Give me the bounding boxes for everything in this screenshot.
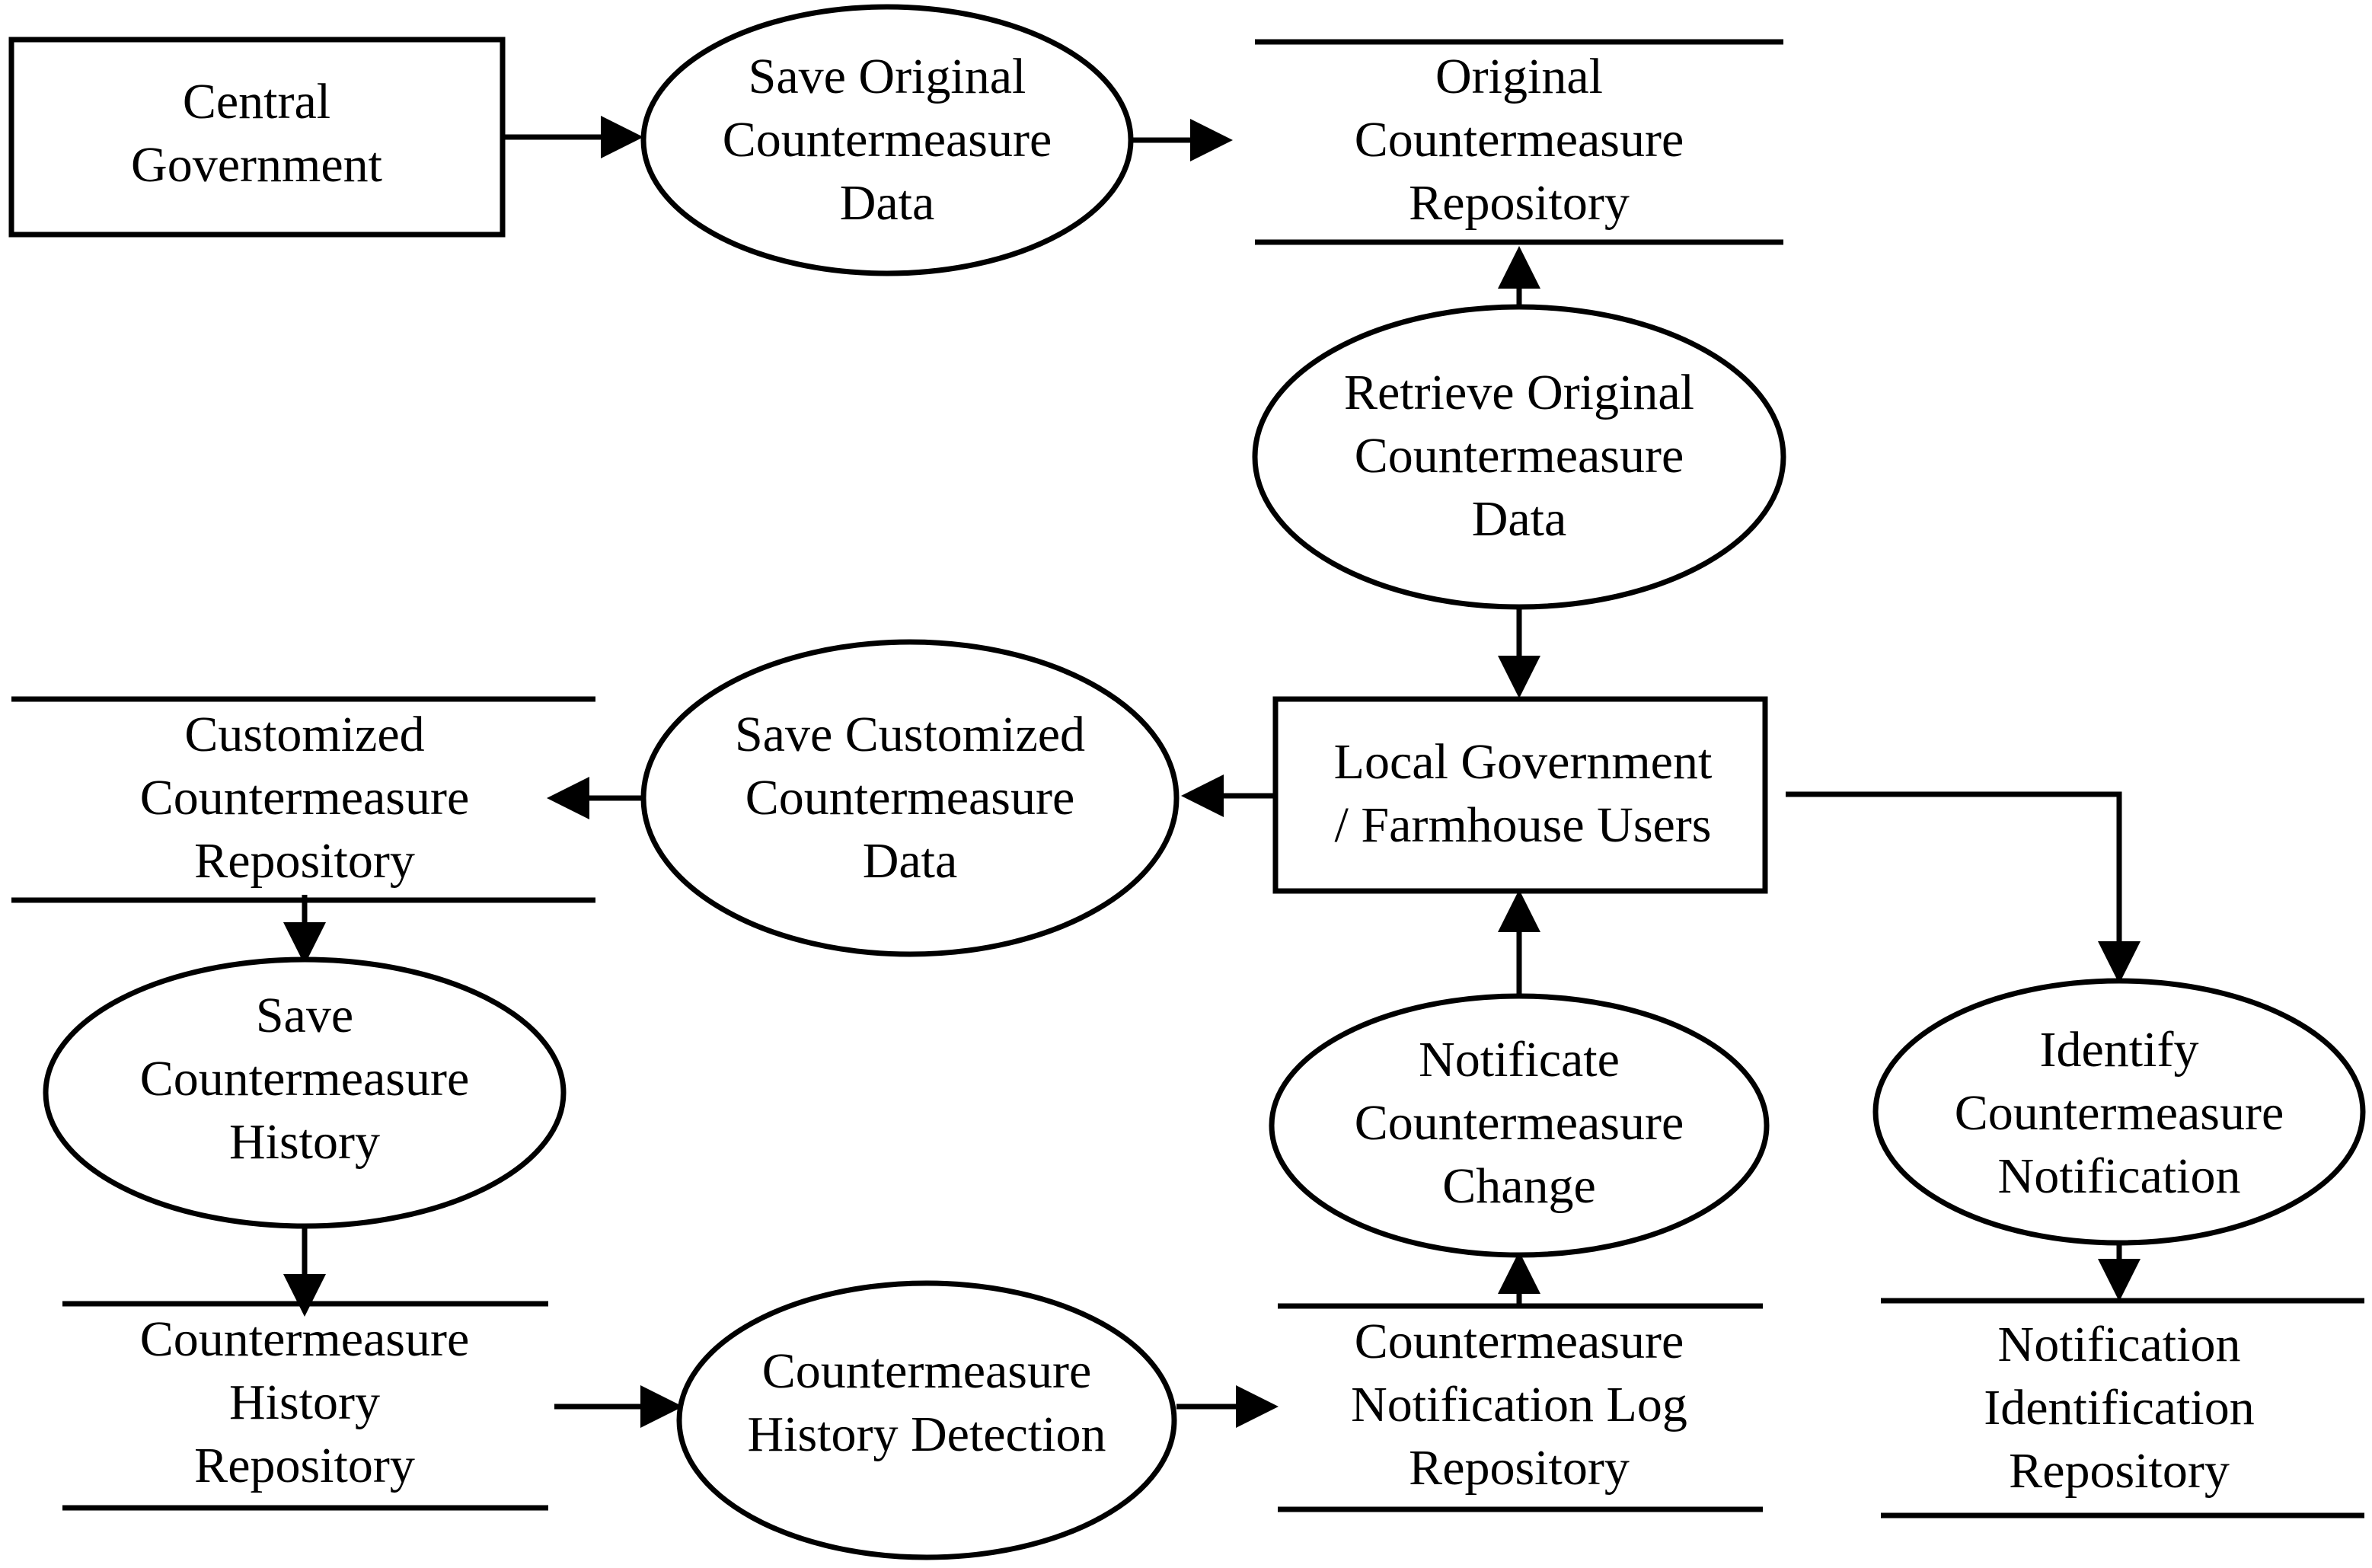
save-history-line-1: Save [256, 988, 353, 1043]
notificate-change-line-2: Countermeasure [1355, 1095, 1684, 1151]
identify-notification-line-3: Notification [1998, 1148, 2241, 1204]
notification-log-repo-line-1: Countermeasure [1355, 1314, 1684, 1369]
save-customized-line-3: Data [863, 833, 958, 889]
data-store-history-repo: Countermeasure History Repository [62, 1301, 548, 1511]
original-repo-line-1: Original [1435, 49, 1603, 104]
notificate-change-line-3: Change [1442, 1158, 1596, 1214]
notification-id-repo-line-1: Notification [1998, 1317, 2241, 1372]
process-save-original: Save Original Countermeasure Data [640, 4, 1134, 276]
process-notificate-change: Notificate Countermeasure Change [1269, 993, 1770, 1258]
history-detection-line-2: History Detection [747, 1407, 1106, 1462]
customized-repo-line-1: Customized [184, 707, 424, 762]
process-identify-notification: Identify Countermeasure Notification [1872, 978, 2366, 1246]
customized-repo-line-3: Repository [194, 833, 415, 889]
central-government-line-1: Central [183, 74, 330, 129]
save-history-line-2: Countermeasure [140, 1051, 470, 1107]
data-store-notification-id-repo: Notification Identification Repository [1881, 1298, 2364, 1519]
notification-log-repo-line-2: Notification Log [1351, 1377, 1687, 1432]
data-store-notification-log-repo: Countermeasure Notification Log Reposito… [1278, 1303, 1763, 1512]
flow-local-users-to-identify [1786, 791, 2141, 984]
save-customized-line-2: Countermeasure [745, 770, 1075, 826]
history-detection-line-1: Countermeasure [762, 1343, 1092, 1399]
external-entity-central-government: Central Government [8, 37, 506, 238]
save-original-line-3: Data [840, 175, 935, 231]
save-original-line-1: Save Original [749, 49, 1026, 104]
retrieve-original-line-1: Retrieve Original [1344, 365, 1694, 420]
notification-id-repo-line-3: Repository [2009, 1443, 2230, 1499]
process-save-customized: Save Customized Countermeasure Data [640, 639, 1180, 957]
customized-repo-line-2: Countermeasure [140, 770, 470, 826]
history-repo-line-3: Repository [194, 1438, 415, 1493]
external-entity-local-users: Local Government / Farmhouse Users [1272, 696, 1768, 894]
original-repo-line-2: Countermeasure [1355, 112, 1684, 168]
process-retrieve-original: Retrieve Original Countermeasure Data [1252, 304, 1786, 610]
process-save-history: Save Countermeasure History [43, 956, 567, 1229]
retrieve-original-line-2: Countermeasure [1355, 428, 1684, 484]
flows [283, 116, 2141, 1428]
identify-notification-line-2: Countermeasure [1955, 1085, 2284, 1141]
process-history-detection: Countermeasure History Detection [676, 1280, 1177, 1560]
notification-log-repo-line-3: Repository [1409, 1440, 1630, 1496]
identify-notification-line-1: Identify [2040, 1022, 2199, 1078]
local-users-line-2: / Farmhouse Users [1335, 797, 1712, 853]
data-store-original-repo: Original Countermeasure Repository [1255, 39, 1783, 245]
save-original-line-2: Countermeasure [723, 112, 1052, 168]
original-repo-line-3: Repository [1409, 175, 1630, 231]
central-government-line-2: Government [131, 137, 382, 193]
local-users-line-1: Local Government [1334, 734, 1713, 790]
retrieve-original-line-3: Data [1472, 491, 1567, 547]
notification-id-repo-line-2: Identification [1984, 1380, 2255, 1435]
save-customized-line-1: Save Customized [735, 707, 1085, 762]
history-repo-line-1: Countermeasure [140, 1311, 470, 1367]
data-store-customized-repo: Customized Countermeasure Repository [11, 696, 595, 903]
history-repo-line-2: History [229, 1375, 380, 1430]
save-history-line-3: History [229, 1114, 380, 1170]
notificate-change-line-1: Notificate [1419, 1032, 1620, 1087]
